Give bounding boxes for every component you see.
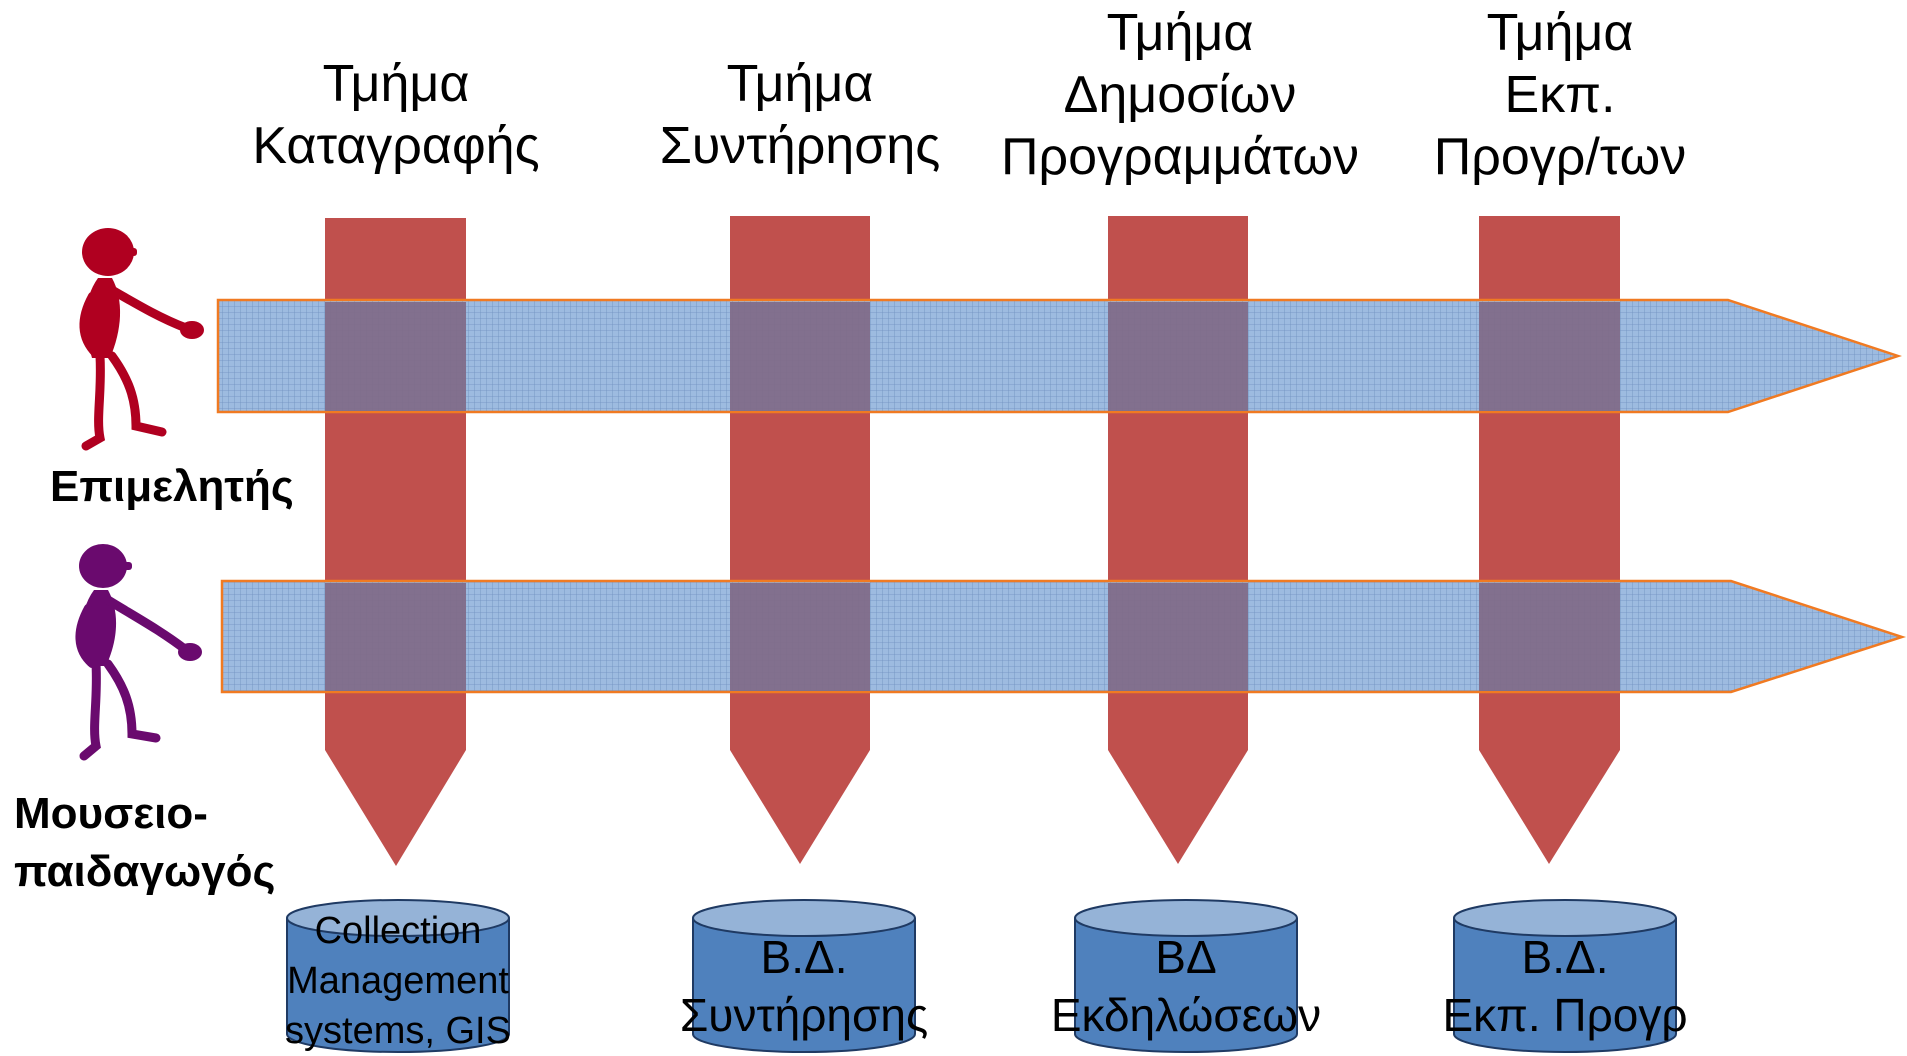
database-label: ΒΔ Εκδηλώσεων bbox=[1050, 931, 1322, 1041]
overlap-cell bbox=[325, 583, 466, 691]
department-title: Τμήμα Καταγραφής bbox=[252, 55, 540, 175]
database-cylinder-icon bbox=[692, 899, 916, 1053]
database-label: Β.Δ. Συντήρησης bbox=[679, 931, 929, 1041]
overlap-cell bbox=[730, 302, 870, 411]
person-walking-icon bbox=[79, 228, 204, 451]
overlap-cells bbox=[325, 302, 1620, 691]
overlap-cell bbox=[325, 302, 466, 411]
department-title: Τμήμα Δημοσίων Προγραμμάτων bbox=[1000, 4, 1360, 186]
databases bbox=[286, 899, 1677, 1053]
database-label: Β.Δ. Εκπ. Προγρ bbox=[1442, 931, 1688, 1041]
person-walking-icon bbox=[75, 544, 202, 761]
overlap-cell bbox=[730, 583, 870, 691]
department-title: Τμήμα Εκπ. Προγρ/των bbox=[1433, 4, 1687, 186]
role-bands bbox=[216, 298, 1907, 694]
role-label: Μουσειο- παιδαγωγός bbox=[14, 789, 276, 896]
role-label: Επιμελητής bbox=[50, 462, 294, 511]
overlap-cell bbox=[1479, 583, 1620, 691]
database-label: Collection Management systems, GIS bbox=[285, 910, 511, 1052]
department-title: Τμήμα Συντήρησης bbox=[659, 55, 941, 175]
database-cylinder-icon bbox=[1074, 899, 1298, 1053]
overlap-cell bbox=[1108, 302, 1248, 411]
role-band-curator bbox=[216, 298, 1902, 414]
overlap-cell bbox=[1108, 583, 1248, 691]
database-cylinder-icon bbox=[1453, 899, 1677, 1053]
role-band-museum-educator bbox=[220, 579, 1907, 694]
overlap-cell bbox=[1479, 302, 1620, 411]
database-cylinder-icon bbox=[286, 899, 510, 1053]
